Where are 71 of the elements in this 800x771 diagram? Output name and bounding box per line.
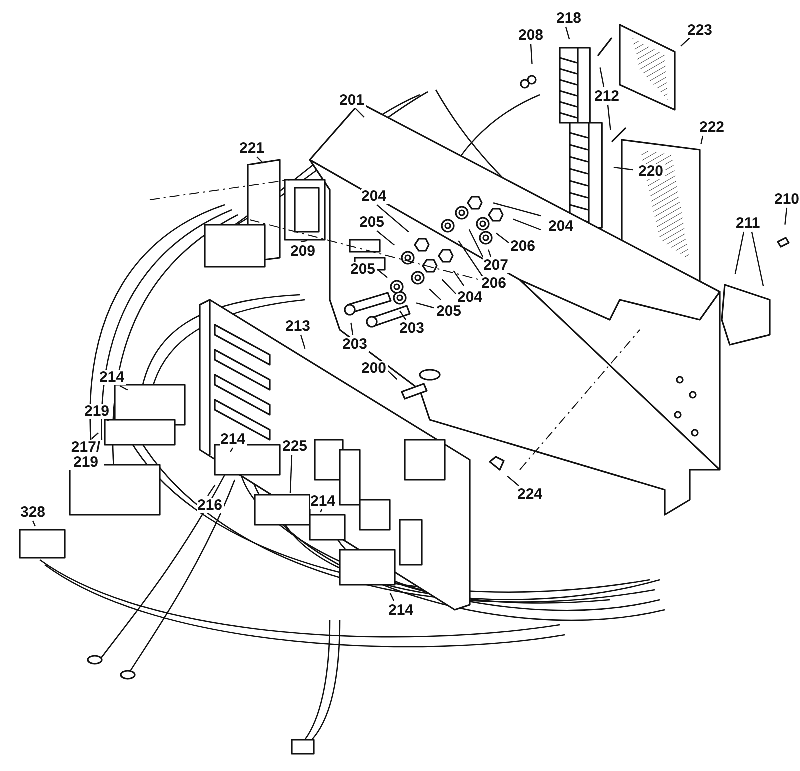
callout-number: 210 bbox=[774, 192, 800, 206]
callout-number: 211 bbox=[735, 216, 762, 230]
leader-line bbox=[700, 136, 704, 145]
callout-number: 222 bbox=[698, 120, 726, 134]
callout-number: 214 bbox=[388, 602, 415, 618]
callout-number: 205 bbox=[350, 262, 377, 276]
leader-line bbox=[680, 38, 690, 47]
callout-number: 217/ 219 bbox=[68, 440, 104, 470]
leader-line bbox=[390, 592, 395, 602]
leader-line bbox=[429, 288, 442, 300]
callout-number: 218 bbox=[556, 10, 583, 26]
leader-line bbox=[512, 218, 542, 231]
leader-line bbox=[376, 230, 396, 246]
callout-number: 206 bbox=[510, 238, 537, 254]
leader-line bbox=[416, 302, 434, 309]
leader-line bbox=[120, 385, 128, 391]
callout-number: 212 bbox=[594, 88, 621, 104]
leader-line bbox=[300, 334, 306, 349]
callout-number: 219 bbox=[84, 404, 111, 418]
leader-line bbox=[488, 250, 492, 258]
callout-number: 207 bbox=[482, 258, 510, 272]
leader-line bbox=[751, 232, 764, 286]
callout-number: 328 bbox=[20, 504, 47, 520]
callout-number: 214 bbox=[98, 370, 126, 384]
callout-number: 223 bbox=[686, 22, 714, 38]
leader-line bbox=[350, 322, 354, 336]
leader-line bbox=[400, 310, 406, 320]
leader-line bbox=[734, 232, 745, 274]
callout-number: 205 bbox=[358, 214, 386, 230]
leader-line bbox=[442, 279, 456, 294]
callout-number: 225 bbox=[282, 438, 309, 454]
leader-line bbox=[376, 204, 410, 233]
callout-number: 220 bbox=[638, 164, 665, 178]
leader-line bbox=[32, 520, 36, 527]
leader-line bbox=[356, 108, 365, 118]
callout-number: 201 bbox=[338, 92, 366, 108]
leader-line bbox=[507, 476, 520, 486]
leader-line bbox=[230, 448, 234, 452]
leader-line bbox=[530, 44, 533, 64]
leader-line bbox=[256, 156, 264, 164]
callout-number: 208 bbox=[518, 28, 545, 42]
leader-line bbox=[300, 240, 308, 243]
leader-line bbox=[453, 270, 464, 286]
callout-number: 216 bbox=[196, 498, 224, 512]
callout-number: 209 bbox=[290, 244, 317, 258]
leader-line bbox=[600, 68, 605, 88]
leader-line bbox=[607, 104, 612, 130]
leader-line bbox=[493, 202, 542, 217]
callout-number: 213 bbox=[284, 318, 312, 334]
callout-number: 206 bbox=[480, 276, 508, 290]
callout-number: 224 bbox=[516, 486, 544, 502]
leader-line bbox=[614, 166, 634, 171]
leader-line bbox=[290, 454, 293, 494]
leader-line bbox=[378, 270, 388, 278]
callout-number: 221 bbox=[238, 140, 266, 156]
leader-line bbox=[208, 484, 216, 496]
callout-number: 204 bbox=[456, 290, 484, 304]
leader-line bbox=[468, 229, 484, 258]
callout-number: 214 bbox=[310, 494, 337, 508]
callout-number: 214 bbox=[220, 432, 247, 446]
leader-line bbox=[458, 240, 484, 278]
leader-line bbox=[565, 26, 570, 40]
callout-number: 203 bbox=[398, 320, 426, 336]
callout-number: 204 bbox=[548, 218, 575, 234]
leader-line bbox=[496, 232, 510, 244]
callout-number: 204 bbox=[360, 188, 388, 204]
callout-number: 203 bbox=[342, 336, 369, 352]
leader-line bbox=[386, 370, 398, 380]
leader-line bbox=[784, 208, 788, 225]
callout-number: 200 bbox=[360, 360, 388, 376]
leader-line bbox=[92, 432, 99, 440]
